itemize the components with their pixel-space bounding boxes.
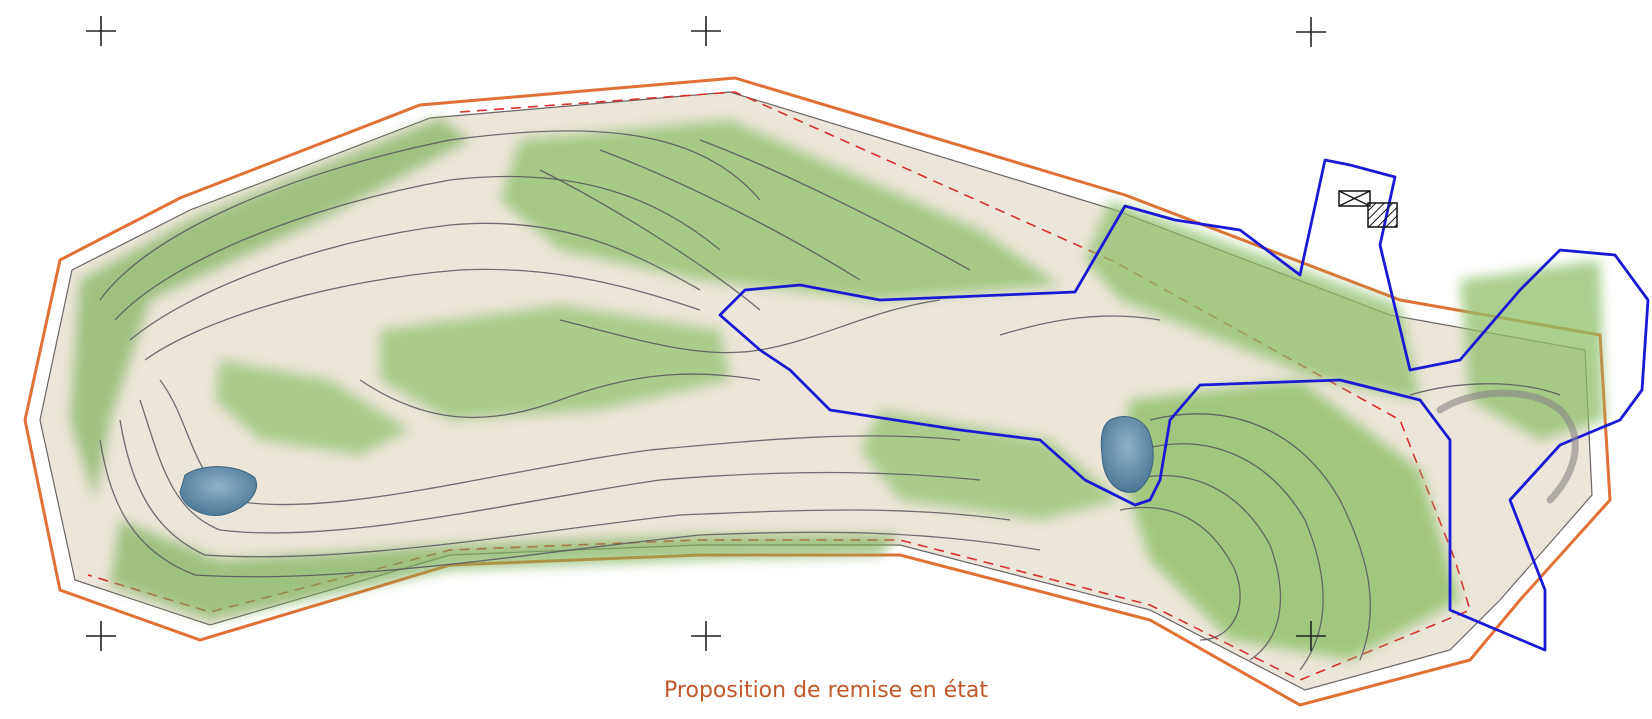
map-caption: Proposition de remise en état (664, 678, 988, 703)
registration-marks (86, 16, 1326, 651)
registration-cross-icon (86, 16, 116, 46)
registration-cross-icon (1296, 17, 1326, 47)
pond-west (179, 466, 258, 516)
pond-east (1100, 416, 1154, 493)
registration-cross-icon (86, 621, 116, 651)
access-road (1436, 389, 1579, 504)
registration-cross-icon (691, 621, 721, 651)
registration-cross-icon (1296, 621, 1326, 651)
registration-cross-icon (691, 16, 721, 46)
vegetation-layer (70, 118, 1605, 660)
restored-zone-outline (718, 158, 1650, 652)
hatched-building-icon (1338, 190, 1398, 228)
outer-perimeter-line (23, 76, 1612, 707)
